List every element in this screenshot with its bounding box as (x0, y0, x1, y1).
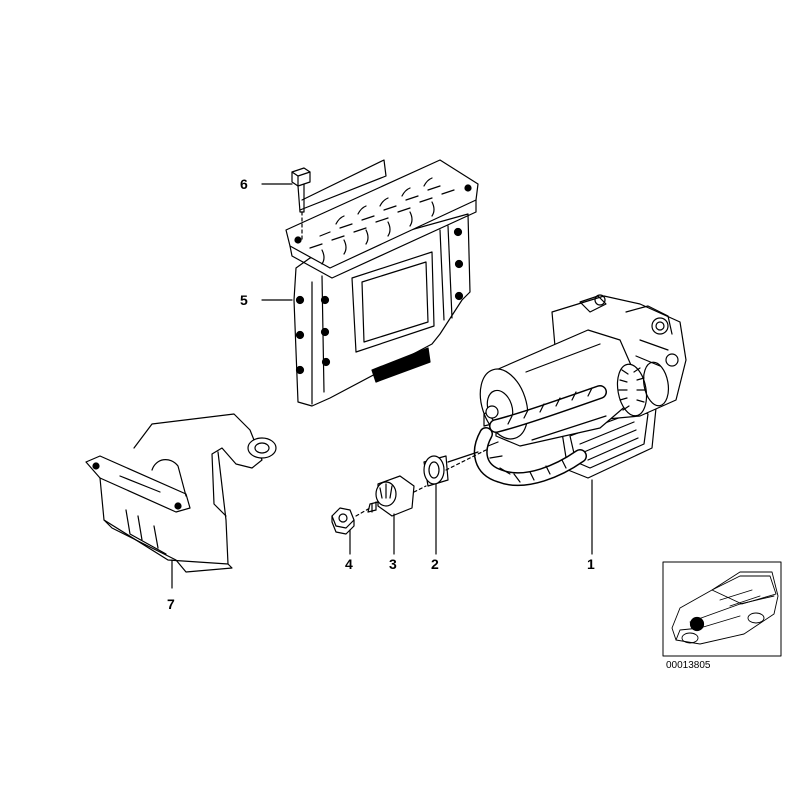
callout-6: 6 (240, 176, 248, 192)
callout-4: 4 (345, 556, 353, 572)
location-marker (689, 616, 705, 632)
hex-nut-icon[interactable] (331, 507, 355, 535)
callout-1: 1 (587, 556, 595, 572)
diagram-number: 00013805 (666, 660, 711, 671)
callout-7: 7 (167, 596, 175, 612)
leader-lines (171, 183, 593, 589)
bracket-icon[interactable] (85, 413, 277, 573)
control-module-icon[interactable] (285, 159, 479, 407)
rubber-mount-icon[interactable] (367, 475, 415, 517)
rubber-bushing-icon[interactable] (423, 451, 479, 487)
abs-hydraulic-unit-icon[interactable] (472, 294, 687, 487)
callout-3: 3 (389, 556, 397, 572)
locator-inset (662, 561, 782, 657)
callout-5: 5 (240, 292, 248, 308)
callout-2: 2 (431, 556, 439, 572)
bolt-icon[interactable] (291, 167, 311, 213)
